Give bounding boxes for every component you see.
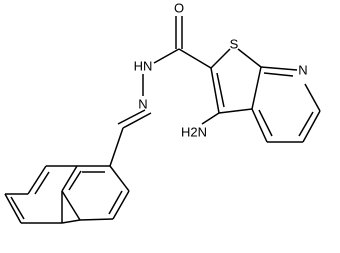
- pyridine-n-c6-bond: [304, 83, 321, 112]
- ch-naphthyl-bond: [109, 127, 124, 167]
- naph-c4-c4a-bond: [61, 190, 81, 221]
- naph-c3-c4-bond: [79, 218, 114, 221]
- pyridine-c4-c3a-bond: [251, 108, 268, 143]
- thiophene-c3-c2-bond: [210, 67, 220, 114]
- naph-c6-c5-bond: [4, 193, 22, 224]
- pyridine-c7a-n-double-bond: [263, 72, 294, 77]
- thiophene-c7a-c3a-bond: [251, 66, 262, 110]
- thiophene-c2-s-bond: [210, 48, 231, 69]
- thiophene-c3a-c3-bond: [218, 108, 253, 114]
- amino-group-label: H2N: [181, 125, 207, 140]
- carbonyl-oxygen-label: O: [174, 1, 184, 16]
- pyridine-c7a-n-bond: [260, 66, 298, 71]
- naph-c6-c5-double-bond: [10, 196, 25, 220]
- naph-c2-c3-double-bond: [108, 190, 123, 215]
- sulfur-label: S: [230, 37, 239, 52]
- pyridine-c4-c3a-double-bond: [258, 109, 273, 137]
- imine-n-c-bond: [122, 112, 152, 129]
- pyridine-nitrogen-label: N: [298, 63, 307, 78]
- imine-nitrogen-label: N: [138, 97, 147, 112]
- naph-ring-link-bond: [61, 219, 81, 224]
- carbon-nh-bond: [153, 48, 180, 64]
- naph-c2-c3-bond: [112, 190, 130, 220]
- naph-c8-c7-double-bond: [34, 171, 50, 195]
- pyridine-c6-c5-double-bond: [298, 111, 314, 137]
- pyridine-c6-c5-bond: [302, 110, 321, 143]
- naph-c1-c2-bond: [109, 165, 130, 192]
- amide-nh-label: HN: [134, 59, 153, 74]
- carbon-thiophene-bond: [178, 48, 212, 69]
- naph-c4a-c8a-double-bond: [68, 170, 82, 191]
- naph-c4a-c8a-bond: [61, 165, 78, 192]
- naph-c8-c7-bond: [27, 165, 47, 195]
- imine-n-c-double-bond: [117, 109, 146, 125]
- thiophene-c3-c2-double-bond: [216, 72, 225, 108]
- amino-bond: [201, 112, 220, 125]
- thiophene-s-c7a-bond: [237, 48, 262, 68]
